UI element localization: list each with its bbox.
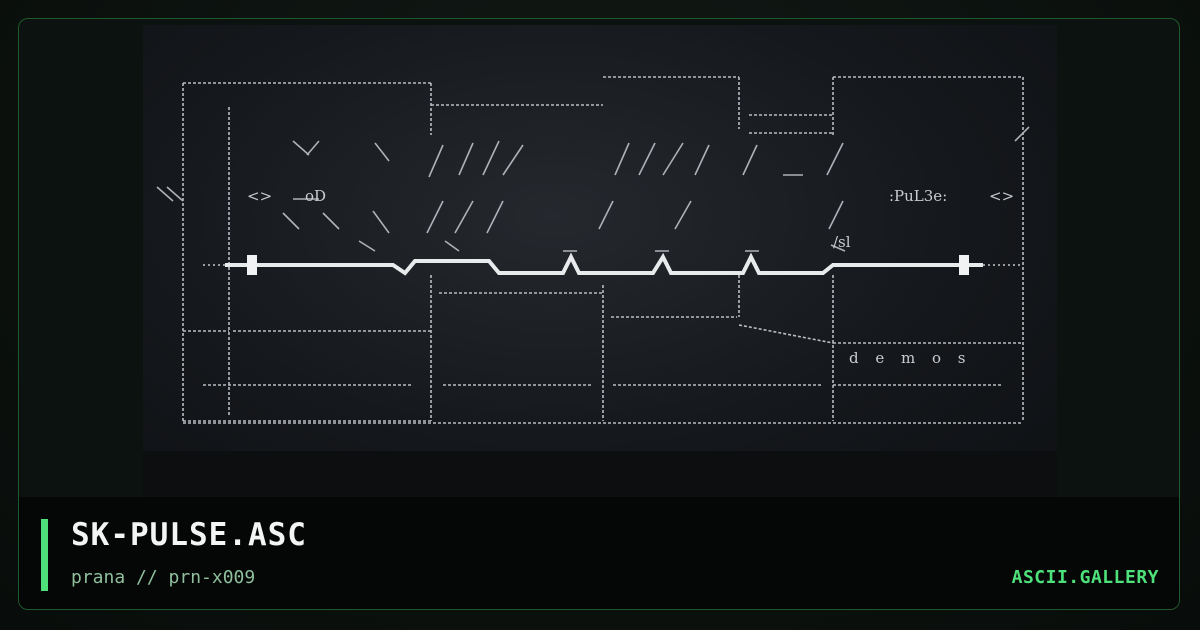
artwork-title: SK-PULSE.ASC [71, 517, 307, 553]
artwork-byline: prana // prn-x009 [71, 567, 256, 588]
ascii-artwork: <> oD :PuL3e: <> /sl d e m o s [143, 25, 1057, 451]
right-arrows-label: <> [989, 187, 1014, 205]
logo-text: oD [305, 187, 326, 205]
ascii-artwork-frame: <> oD :PuL3e: <> /sl d e m o s [143, 25, 1057, 501]
gallery-card: <> oD :PuL3e: <> /sl d e m o s SK-PULSE.… [18, 18, 1180, 610]
gallery-brand[interactable]: ASCII.GALLERY [1011, 567, 1159, 588]
demos-text: d e m o s [849, 349, 972, 367]
artwork-bottom-band [143, 451, 1057, 501]
sl-text: /sl [833, 233, 851, 251]
left-arrows-label: <> [247, 187, 272, 205]
card-footer: SK-PULSE.ASC prana // prn-x009 ASCII.GAL… [19, 497, 1179, 609]
pulse-text: :PuL3e: [889, 187, 947, 205]
accent-bar [41, 519, 48, 591]
